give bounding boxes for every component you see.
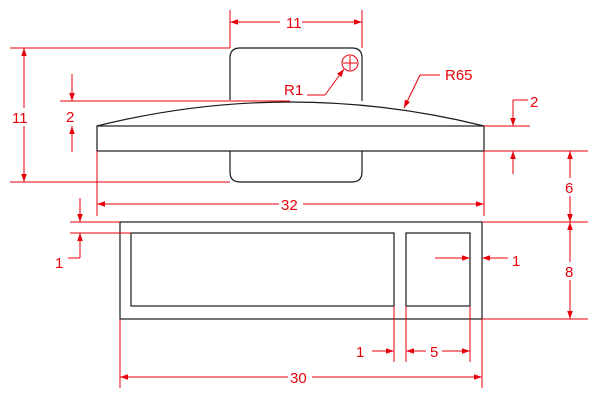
dimensions (10, 10, 588, 388)
label-height-6: 6 (565, 180, 573, 197)
label-crown-right: 2 (530, 94, 538, 111)
label-slot-width: 5 (430, 344, 438, 361)
left-slot (130, 232, 395, 307)
label-r65: R65 (445, 67, 473, 84)
lower-block (229, 151, 363, 183)
label-wall-left: 1 (55, 255, 63, 272)
label-left-height: 11 (12, 110, 28, 127)
right-slot (405, 232, 471, 307)
crown-arc (96, 101, 485, 127)
upper-block (229, 47, 363, 101)
r1-circle (341, 54, 359, 72)
label-base-width: 30 (290, 370, 307, 387)
bottom-part-outline (119, 221, 483, 320)
label-height-8: 8 (565, 264, 573, 281)
label-top-width: 11 (286, 15, 302, 32)
plate (96, 125, 485, 152)
outer-frame (119, 221, 483, 320)
label-r1: R1 (284, 82, 303, 99)
top-part-outline (96, 47, 485, 183)
label-rib: 1 (356, 344, 364, 361)
dimension-labels: 11 11 R1 R65 2 2 32 6 8 1 1 1 5 30 (12, 12, 578, 387)
label-crown-left: 2 (66, 109, 74, 126)
label-wall-right: 1 (512, 253, 520, 270)
label-total-width: 32 (281, 197, 298, 214)
